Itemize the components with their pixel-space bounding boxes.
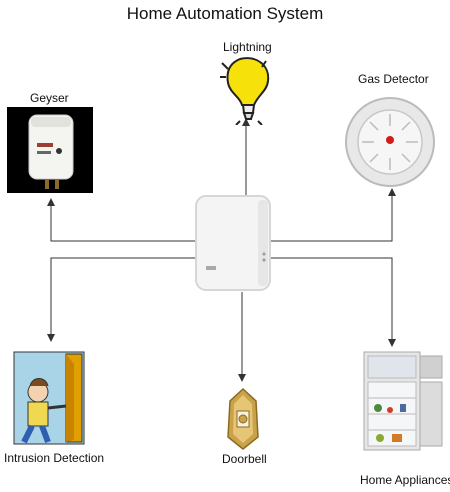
door-person-icon — [8, 348, 88, 448]
line-to-gas-detector — [270, 188, 396, 242]
water-heater-icon — [7, 107, 93, 193]
line-to-appliances — [270, 257, 396, 347]
light-bulb-icon — [218, 55, 274, 126]
lightning-label: Lightning — [223, 40, 272, 54]
appliances-label: Home Appliances — [360, 473, 450, 487]
gas-detector-label: Gas Detector — [358, 72, 429, 86]
intrusion-label: Intrusion Detection — [4, 451, 105, 465]
line-to-intrusion — [47, 257, 196, 342]
router-hub-icon — [194, 194, 272, 292]
doorbell-icon — [224, 387, 262, 451]
smoke-detector-icon — [344, 96, 436, 188]
line-to-geyser — [47, 198, 196, 242]
diagram-title: Home Automation System — [126, 4, 324, 23]
refrigerator-icon — [360, 350, 446, 452]
doorbell-label: Doorbell — [222, 452, 267, 466]
geyser-label: Geyser — [30, 91, 69, 105]
